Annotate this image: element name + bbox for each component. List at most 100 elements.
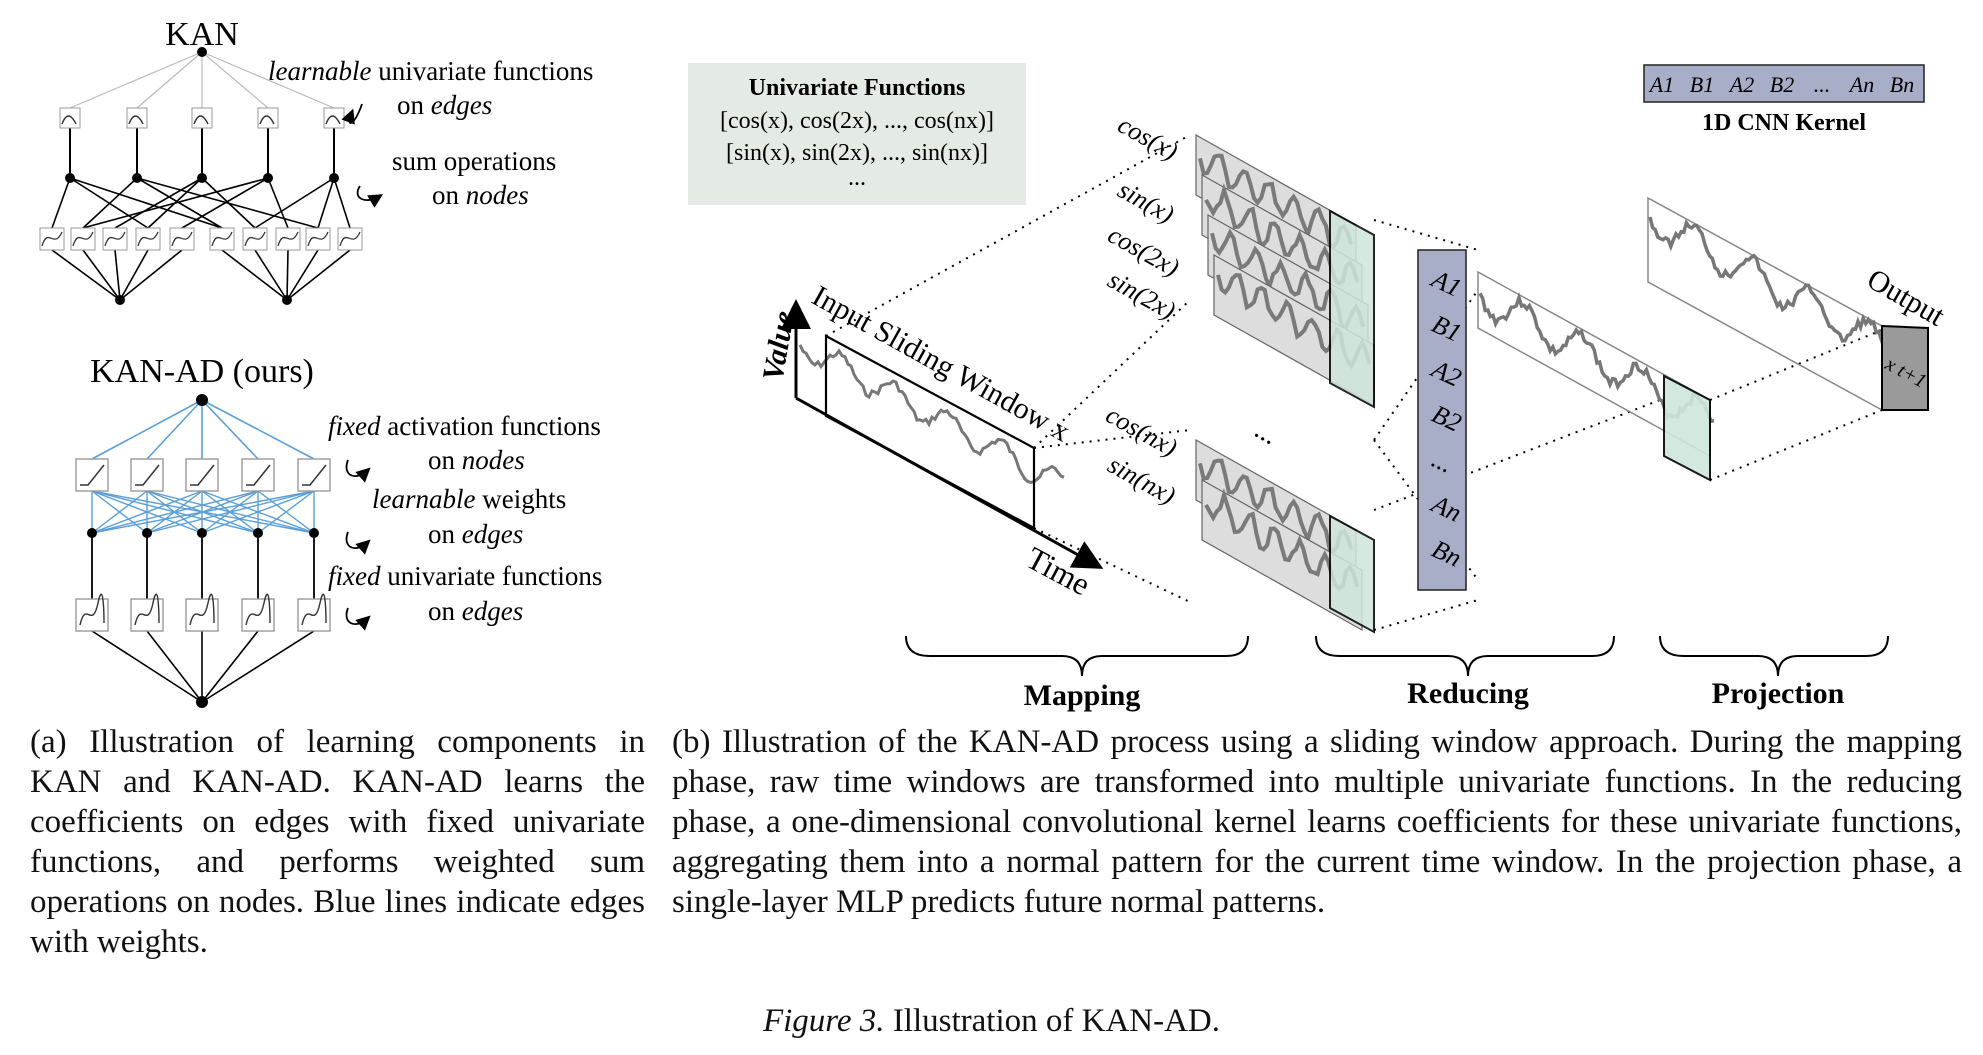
function-highlight bbox=[1329, 209, 1375, 409]
kan-edge bbox=[119, 249, 183, 301]
kan-edge bbox=[317, 177, 335, 229]
cnn-kernel-items: A1 B1 A2 B2... An Bn bbox=[1648, 72, 1914, 97]
kan-edge bbox=[286, 249, 289, 301]
kanad-univariate-curve bbox=[79, 593, 105, 626]
function-label: sin(x) bbox=[1113, 175, 1179, 229]
coefficient-column bbox=[1417, 249, 1467, 591]
kan-edge bbox=[254, 249, 288, 301]
kanad-edge bbox=[201, 630, 315, 703]
kan-function-curve bbox=[277, 231, 299, 247]
value-axis-label: Value bbox=[756, 309, 801, 384]
function-signal bbox=[1198, 458, 1354, 555]
kanad-blue-edge bbox=[201, 490, 315, 534]
kan-edge bbox=[136, 177, 223, 229]
kan-edge bbox=[51, 249, 121, 301]
kan-function-curve bbox=[211, 231, 233, 247]
kan-function-curve bbox=[307, 231, 329, 247]
kan-function-curve bbox=[61, 115, 77, 125]
kanad-nodes bbox=[75, 394, 331, 708]
kanad-node bbox=[87, 528, 97, 538]
kanad-label-fixed-univariate: fixed univariate functions bbox=[328, 561, 602, 591]
kanad-edge bbox=[201, 630, 259, 703]
function-stack-bottom bbox=[1195, 438, 1375, 634]
reducing-projection-lines bbox=[1373, 219, 1661, 631]
phase-projection-label: Projection bbox=[1712, 677, 1845, 710]
kanad-activation-curve bbox=[246, 464, 271, 486]
univariate-title: Univariate Functions bbox=[749, 75, 966, 101]
kan-edge bbox=[254, 177, 335, 229]
kan-node bbox=[197, 47, 207, 57]
kanad-node bbox=[309, 528, 319, 538]
kan-node bbox=[65, 173, 75, 183]
cnn-kernel-item: B1 bbox=[1690, 72, 1714, 97]
univariate-ellipsis: ... bbox=[848, 165, 866, 191]
kanad-activation-curve bbox=[302, 464, 327, 486]
kan-edge bbox=[136, 177, 319, 229]
kan-edges bbox=[51, 51, 351, 301]
cnn-kernel-item: An bbox=[1848, 72, 1874, 97]
figure-title-text: Illustration of KAN-AD. bbox=[884, 1003, 1221, 1039]
kan-function-curve bbox=[325, 115, 341, 125]
kan-function-curve bbox=[339, 231, 361, 247]
kanad-univariate-curve bbox=[245, 593, 271, 626]
kan-function-box bbox=[323, 107, 345, 129]
kanad-activation-box bbox=[297, 458, 331, 492]
kanad-label-edges-2: on edges bbox=[428, 596, 523, 626]
kanad-node bbox=[253, 528, 263, 538]
kan-node bbox=[282, 295, 292, 305]
curl-arrow-icon bbox=[345, 607, 371, 631]
kan-label-nodes: on nodes bbox=[432, 180, 529, 210]
kan-edge bbox=[82, 249, 121, 301]
kanad-univariate-curve bbox=[189, 593, 215, 626]
kanad-blue-edge bbox=[146, 490, 315, 534]
kan-edge bbox=[114, 249, 121, 301]
kanad-blue-edge bbox=[91, 490, 315, 534]
kan-edge bbox=[267, 177, 289, 229]
figure-label: Figure 3. bbox=[762, 1003, 885, 1039]
kan-function-box bbox=[191, 107, 213, 129]
kanad-activation-box bbox=[185, 458, 219, 492]
phase-mapping-label: Mapping bbox=[1024, 679, 1141, 712]
kan-edge bbox=[221, 249, 288, 301]
kan-nodes bbox=[39, 47, 363, 305]
cnn-kernel-item: ... bbox=[1814, 72, 1831, 97]
function-labels: cos(x)sin(x)cos(2x)sin(2x)cos(nx)sin(nx) bbox=[1101, 110, 1184, 510]
curl-arrow-icon bbox=[341, 103, 363, 125]
kanad-edge bbox=[91, 630, 203, 703]
curl-arrow-icon bbox=[345, 531, 371, 555]
panel-a: KAN learnable univariate functions on ed… bbox=[39, 16, 602, 708]
kan-edge bbox=[114, 177, 203, 229]
kan-function-curve bbox=[137, 231, 159, 247]
kan-edge bbox=[82, 177, 138, 229]
kan-edge bbox=[119, 249, 149, 301]
kan-node bbox=[263, 173, 273, 183]
kanad-blue-edge bbox=[201, 399, 259, 460]
cnn-kernel-item: A1 bbox=[1648, 72, 1674, 97]
kan-node bbox=[329, 173, 339, 183]
cnn-kernel-box bbox=[1643, 64, 1925, 103]
kan-node bbox=[197, 173, 207, 183]
kanad-activation-curve bbox=[80, 464, 105, 486]
kan-function-curve bbox=[171, 231, 193, 247]
cnn-kernel-label: 1D CNN Kernel bbox=[1702, 110, 1866, 136]
phase-braces bbox=[905, 635, 1889, 677]
kanad-blue-edge bbox=[91, 399, 203, 460]
stack-ellipsis: ... bbox=[1249, 414, 1282, 451]
kan-edge bbox=[333, 177, 351, 229]
kan-function-box bbox=[126, 107, 148, 129]
cnn-kernel-item: Bn bbox=[1890, 72, 1914, 97]
kan-edge bbox=[286, 249, 319, 301]
cnn-kernel-item: B2 bbox=[1770, 72, 1794, 97]
cnn-kernel-item: A2 bbox=[1728, 72, 1754, 97]
univariate-sin-list: [sin(x), sin(2x), ..., sin(nx)] bbox=[726, 140, 988, 166]
kanad-blue-edge bbox=[146, 399, 203, 460]
kan-function-curve bbox=[104, 231, 126, 247]
kan-function-curve bbox=[41, 231, 63, 247]
function-stack-top bbox=[1195, 133, 1375, 409]
kan-function-curve bbox=[244, 231, 266, 247]
kan-edge bbox=[69, 51, 203, 109]
kanad-blue-edge bbox=[201, 399, 315, 460]
kan-function-curve bbox=[193, 115, 209, 125]
kanad-label-edges: on edges bbox=[428, 519, 523, 549]
kan-title: KAN bbox=[165, 16, 239, 53]
